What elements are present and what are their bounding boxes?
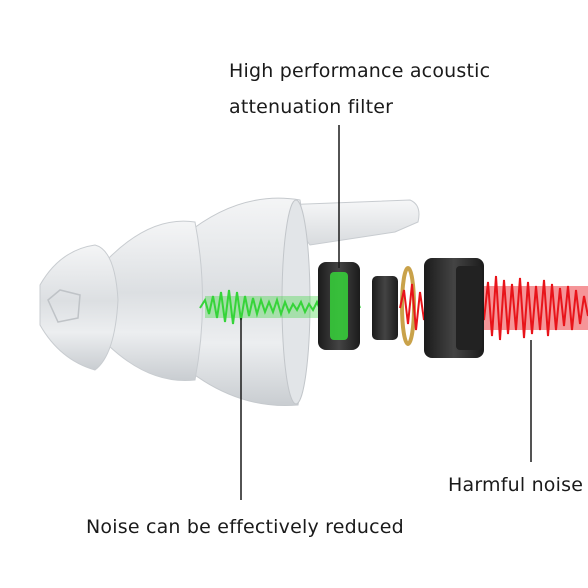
end-cap-icon [424,258,484,358]
reduced-noise-label: Noise can be effectively reduced [86,516,404,538]
filter-housing-icon [318,262,360,350]
filter-label-line2: attenuation filter [229,96,394,118]
filter-label-line1: High performance acoustic [229,60,491,82]
brass-washer-icon [400,266,416,346]
filter-insert-icon [372,276,398,340]
harmful-noise-label: Harmful noise [448,474,584,496]
